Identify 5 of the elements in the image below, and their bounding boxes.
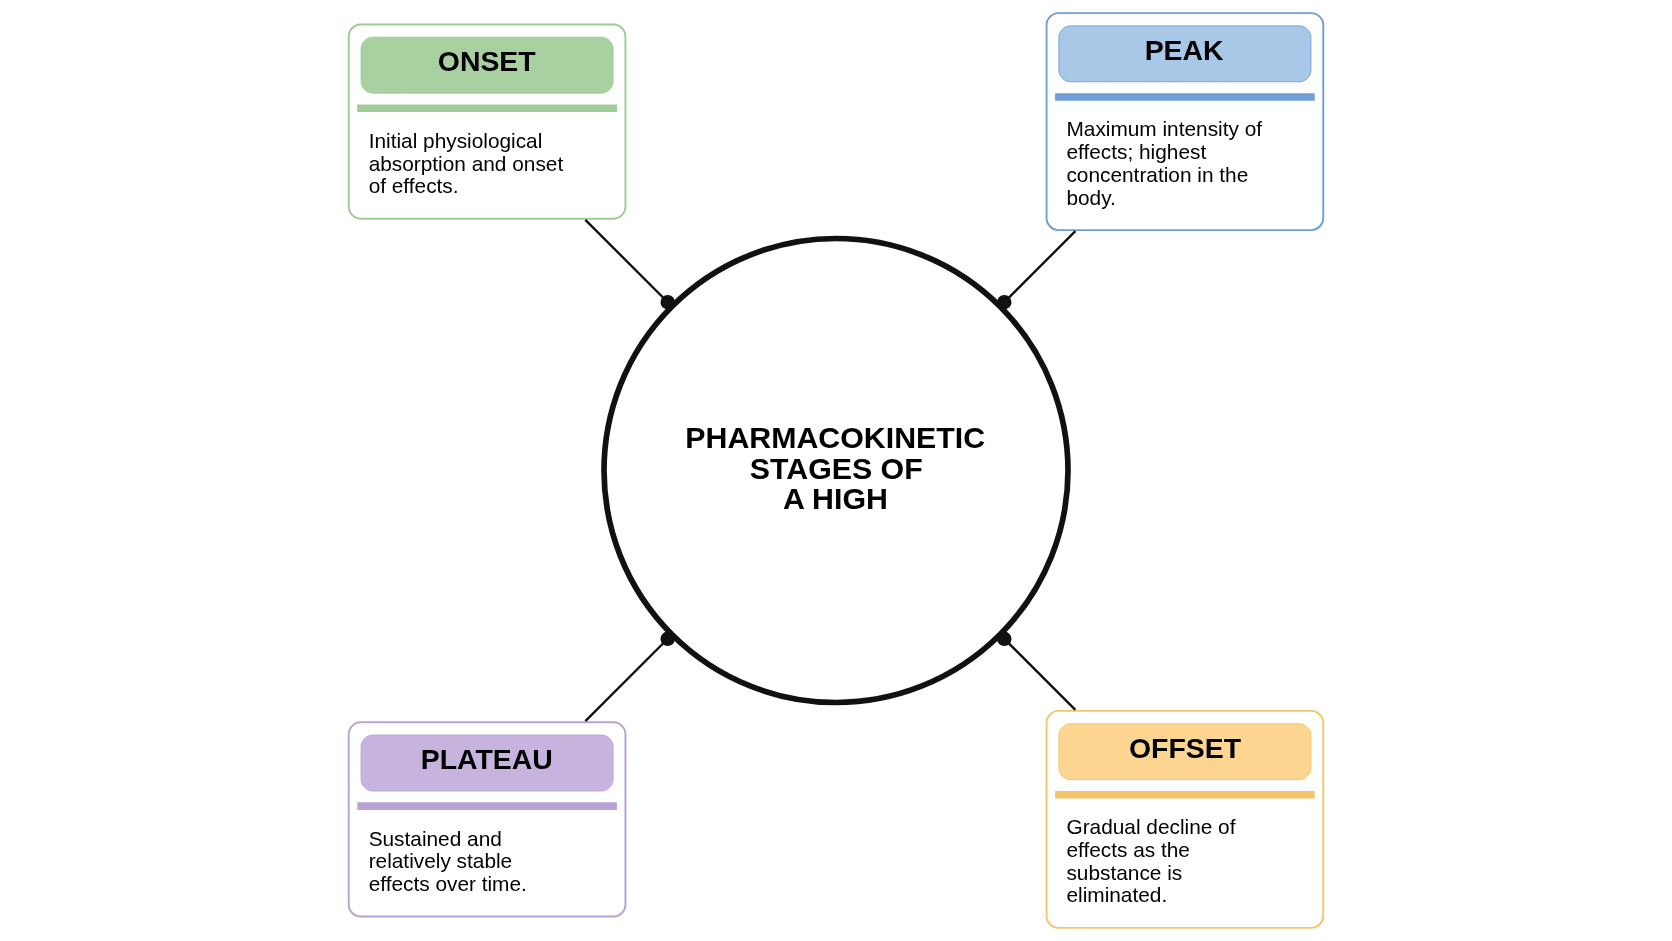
connector [584, 219, 675, 310]
connector [584, 631, 675, 722]
node-circle: PHARMACOKINETIC STAGES OF A HIGH [601, 235, 1071, 706]
connector [997, 631, 1077, 711]
connector [997, 230, 1077, 310]
